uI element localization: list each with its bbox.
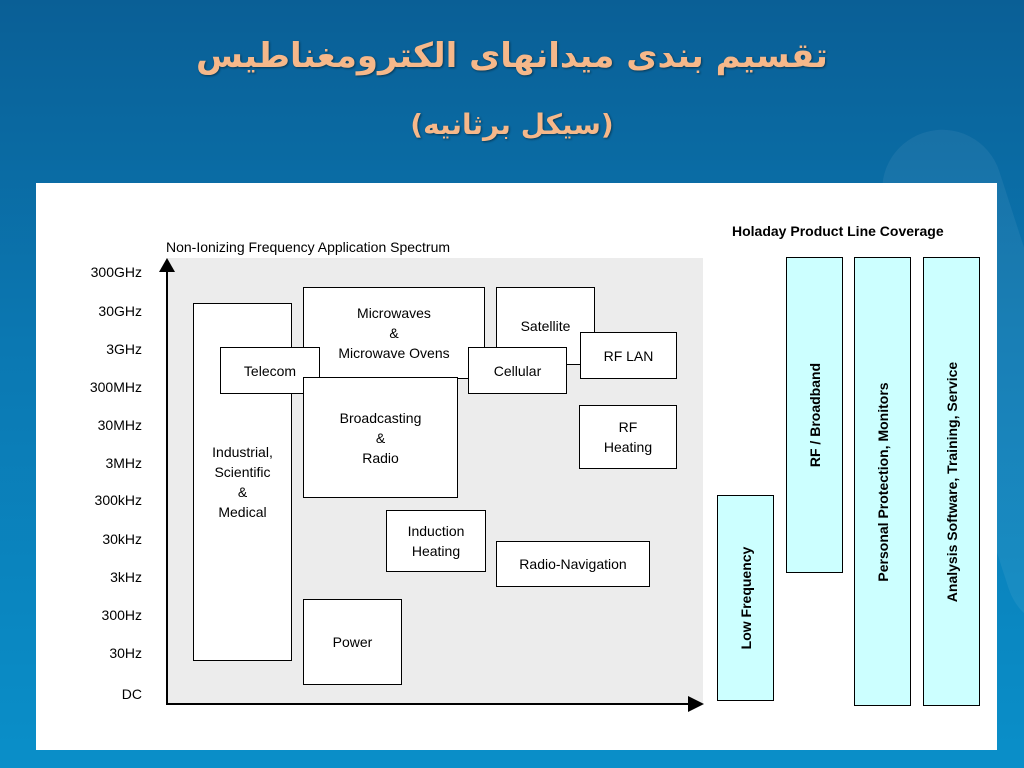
diagram-title: Non-Ionizing Frequency Application Spect… bbox=[166, 239, 451, 255]
y-axis-label: 3MHz bbox=[105, 455, 142, 471]
slide-title: تقسیم بندی میدانهای الکترومغناطیس bbox=[196, 36, 828, 76]
y-axis-label: 300GHz bbox=[90, 264, 142, 280]
diagram-panel: Non-Ionizing Frequency Application Spect… bbox=[36, 183, 997, 750]
coverage-bar-low-frequency: Low Frequency bbox=[717, 495, 774, 701]
y-axis-label: 3GHz bbox=[106, 341, 142, 357]
y-axis-label: 300MHz bbox=[89, 379, 142, 395]
coverage-title: Holaday Product Line Coverage bbox=[732, 223, 944, 239]
box-rf-heating: RF Heating bbox=[579, 405, 677, 469]
y-axis-line bbox=[166, 269, 168, 705]
x-axis-arrow bbox=[688, 696, 704, 712]
coverage-bar-analysis-software: Analysis Software, Training, Service bbox=[923, 257, 980, 706]
box-power: Power bbox=[303, 599, 402, 685]
y-axis-label: 30kHz bbox=[102, 531, 142, 547]
box-rf-lan: RF LAN bbox=[580, 332, 677, 379]
y-axis-label: DC bbox=[121, 686, 142, 702]
y-axis-label: 30MHz bbox=[97, 417, 142, 433]
slide-subtitle: (سیکل برثانیه) bbox=[410, 108, 614, 141]
coverage-bar-rf-broadband: RF / Broadband bbox=[786, 257, 843, 573]
box-cellular: Cellular bbox=[468, 347, 567, 394]
box-radio-navigation: Radio-Navigation bbox=[496, 541, 650, 587]
box-microwaves: Microwaves & Microwave Ovens bbox=[303, 287, 485, 379]
box-broadcasting-radio: Broadcasting & Radio bbox=[303, 377, 458, 498]
y-axis-label: 30GHz bbox=[98, 303, 142, 319]
y-axis-label: 300Hz bbox=[101, 607, 142, 623]
y-axis-arrow bbox=[159, 258, 175, 272]
box-induction-heating: Induction Heating bbox=[386, 510, 486, 572]
y-axis-label: 300kHz bbox=[94, 492, 142, 508]
y-axis-label: 30Hz bbox=[109, 645, 142, 661]
coverage-bar-personal-protection: Personal Protection, Monitors bbox=[854, 257, 911, 706]
x-axis-line bbox=[166, 703, 696, 705]
y-axis-label: 3kHz bbox=[110, 569, 142, 585]
